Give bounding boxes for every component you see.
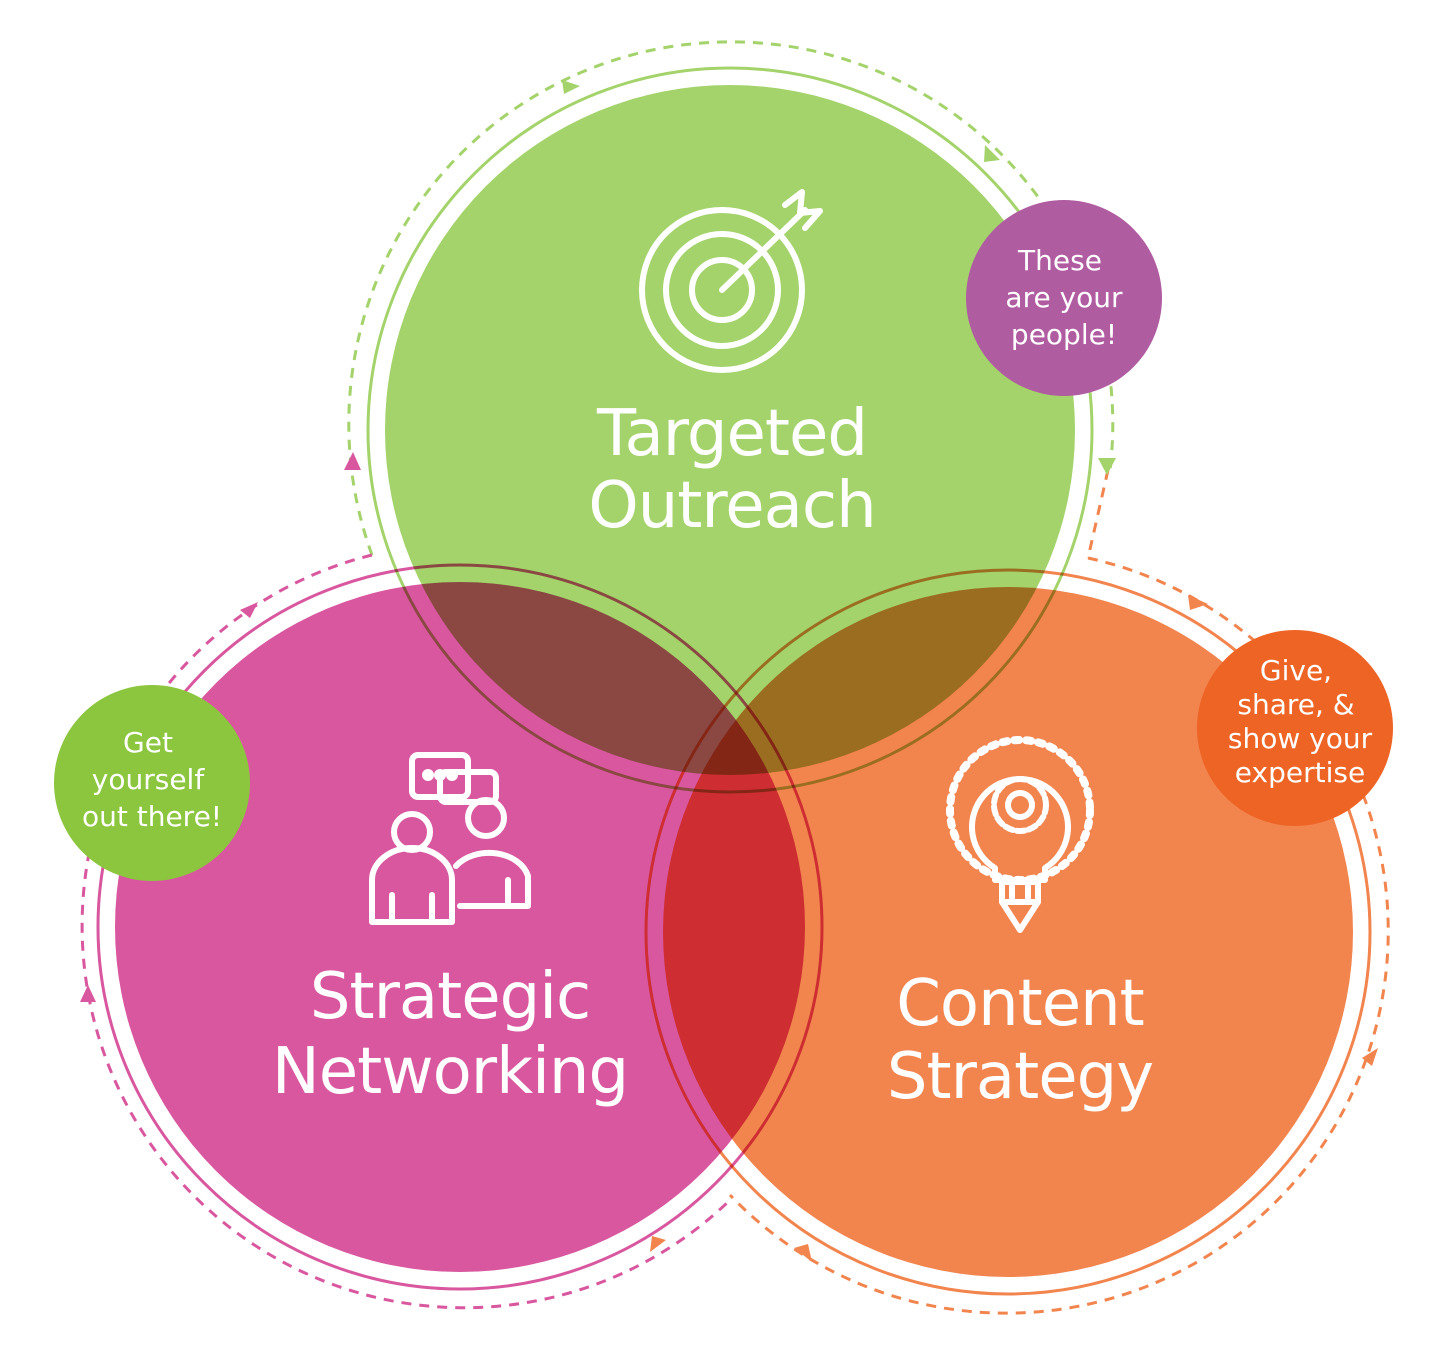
arrow-icon <box>562 80 580 94</box>
bubble-text: out there! <box>82 800 222 833</box>
bubble-these-are-your-people: These are your people! <box>966 200 1162 396</box>
arrow-icon <box>794 1244 812 1262</box>
content-strategy-label-line1: Content <box>896 967 1144 1041</box>
arrow-icon <box>984 145 1000 162</box>
bubble-text: yourself <box>92 763 206 796</box>
arrow-icon <box>240 602 258 618</box>
arrow-icon <box>1188 595 1208 610</box>
content-strategy-label-line2: Strategy <box>887 1040 1153 1114</box>
bubble-text: expertise <box>1235 756 1365 789</box>
strategic-networking-label-line2: Networking <box>272 1035 628 1109</box>
arrow-icon <box>1362 1048 1378 1066</box>
bubble-give-share-expertise: Give, share, & show your expertise <box>1197 630 1393 826</box>
strategic-networking-circle <box>115 582 805 1272</box>
arrow-icon <box>1098 458 1116 475</box>
arrow-icon <box>650 1236 666 1252</box>
target-icon <box>639 189 823 373</box>
content-strategy-circle <box>663 587 1353 1277</box>
targeted-outreach-label-line2: Outreach <box>588 469 875 543</box>
cycle-arrows <box>80 80 1378 1262</box>
lightbulb-gear-icon <box>946 736 1094 933</box>
targeted-outreach-label-line1: Targeted <box>596 397 867 471</box>
bubble-text: Get <box>123 726 173 759</box>
bubble-text: Give, <box>1260 654 1332 687</box>
strategic-networking-label-line1: Strategic <box>310 960 590 1034</box>
pink-dashed-ring <box>80 553 732 1310</box>
bubble-text: are your <box>1005 281 1123 314</box>
bubble-get-yourself-out-there: Get yourself out there! <box>54 685 250 881</box>
orange-dashed-connector <box>1086 469 1110 559</box>
bubble-text: show your <box>1228 722 1373 755</box>
bubble-text: These <box>1017 244 1102 277</box>
bubble-text: share, & <box>1237 688 1354 721</box>
arrow-icon <box>344 452 361 470</box>
people-chat-icon <box>369 752 531 925</box>
arrow-icon <box>80 985 96 1002</box>
bubble-text: people! <box>1011 318 1117 351</box>
